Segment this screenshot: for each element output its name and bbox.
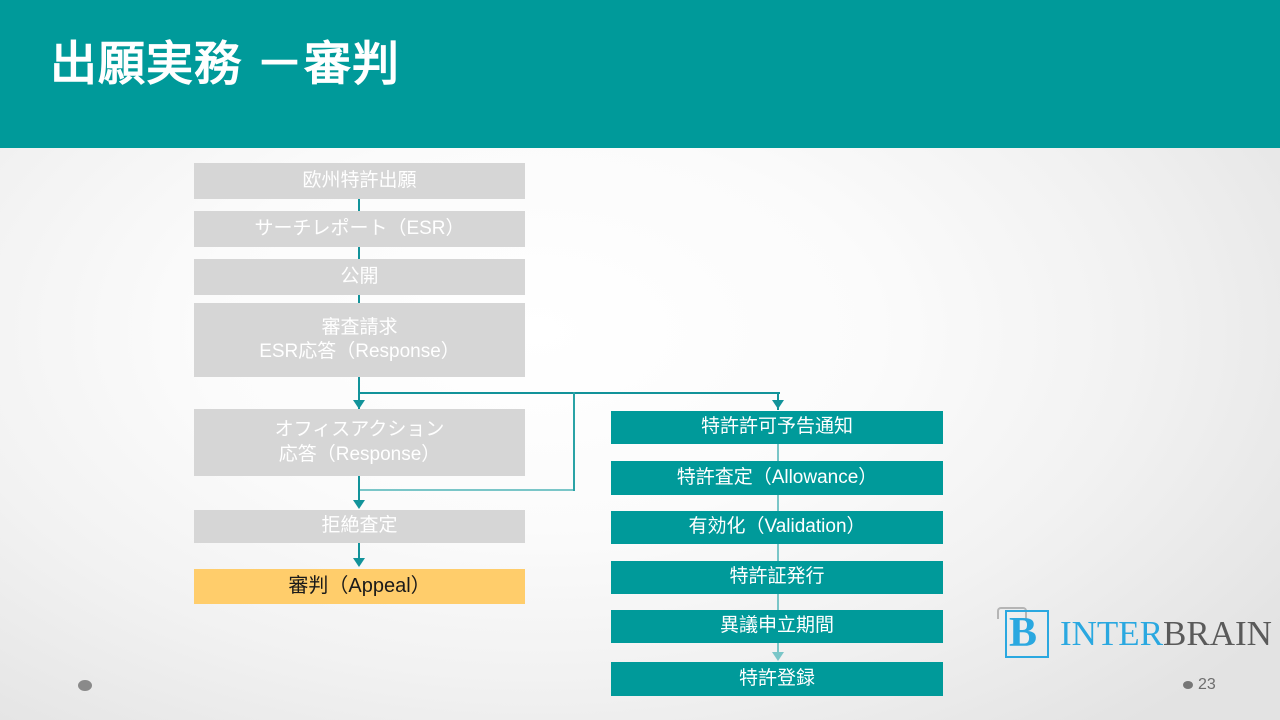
node-line: ESR応答（Response） (259, 341, 460, 362)
connector-exam-branch-stem (358, 377, 360, 395)
flow-node-allowance[interactable]: 特許査定（Allowance） (611, 461, 943, 495)
node-line: サーチレポート（ESR） (254, 217, 465, 239)
arrow-into-office-action (353, 400, 365, 409)
flow-node-search-report[interactable]: サーチレポート（ESR） (194, 211, 525, 247)
logo-tab-shape (997, 607, 1027, 619)
arrow-into-registration (772, 652, 784, 661)
connector-allowance-to-validation (777, 495, 779, 511)
node-line: 有効化（Validation） (688, 516, 866, 538)
flow-node-registration[interactable]: 特許登録 (611, 662, 943, 696)
logo-wordmark: INTERBRAIN (1060, 616, 1272, 651)
flow-node-examination-request[interactable]: 審査請求 ESR応答（Response） (194, 303, 525, 377)
connector-office-action-out (358, 476, 360, 490)
logo-mark-icon: B (997, 606, 1051, 660)
flow-node-office-action[interactable]: オフィスアクション 応答（Response） (194, 409, 525, 476)
logo-letter-b: B (1009, 610, 1038, 656)
arrow-into-intention-to-grant (772, 400, 784, 409)
flow-node-intention-to-grant[interactable]: 特許許可予告通知 (611, 411, 943, 444)
decorative-dot-left (78, 680, 92, 691)
flow-node-refusal-decision[interactable]: 拒絶査定 (194, 510, 525, 543)
connector-esr-to-publication (358, 247, 360, 259)
logo-frame-shape (1005, 610, 1049, 658)
connector-opposition-to-registration (777, 643, 779, 655)
connector-certificate-to-opposition (777, 594, 779, 610)
arrow-into-appeal (353, 558, 365, 567)
node-line: 特許証発行 (729, 566, 825, 588)
node-line: 特許査定（Allowance） (676, 466, 878, 488)
flow-node-validation[interactable]: 有効化（Validation） (611, 511, 943, 544)
page-number: 23 (1198, 676, 1216, 693)
logo-word-brain: BRAIN (1163, 613, 1272, 653)
flow-node-publication[interactable]: 公開 (194, 259, 525, 295)
node-line: 公開 (340, 265, 379, 287)
node-line: 特許登録 (738, 667, 815, 689)
connector-loop-horizontal (358, 489, 575, 491)
connector-validation-to-certificate (777, 544, 779, 561)
flow-node-eu-application[interactable]: 欧州特許出願 (194, 163, 525, 199)
connector-publication-to-exam (358, 295, 360, 303)
connector-grant-to-allowance (777, 444, 779, 461)
page-number-group: 23 (1183, 676, 1216, 694)
node-line: 審判（Appeal） (288, 574, 431, 597)
connector-branch-horizontal (358, 392, 780, 394)
connector-eu-to-esr (358, 199, 360, 211)
page-title: 出願実務 －審判 (50, 37, 401, 90)
flow-node-appeal[interactable]: 審判（Appeal） (194, 569, 525, 604)
page-number-dot-icon (1183, 681, 1193, 689)
node-line: 審査請求 (321, 316, 398, 338)
node-line: 応答（Response） (278, 443, 441, 465)
node-line: オフィスアクション (274, 419, 445, 441)
flow-node-opposition-period[interactable]: 異議申立期間 (611, 610, 943, 643)
header-band (0, 0, 1280, 148)
connector-refusal-to-appeal (358, 543, 360, 563)
node-line: 拒絶査定 (321, 515, 398, 537)
flow-node-certificate-issue[interactable]: 特許証発行 (611, 561, 943, 594)
connector-to-refusal (358, 489, 360, 503)
node-line: 特許許可予告通知 (700, 416, 853, 438)
node-line: 異議申立期間 (719, 615, 834, 637)
connector-loop-vertical (573, 392, 575, 491)
node-line: 欧州特許出願 (302, 169, 417, 191)
interbrain-logo: B INTERBRAIN (997, 606, 1272, 660)
arrow-into-refusal (353, 500, 365, 509)
logo-word-inter: INTER (1060, 613, 1164, 653)
